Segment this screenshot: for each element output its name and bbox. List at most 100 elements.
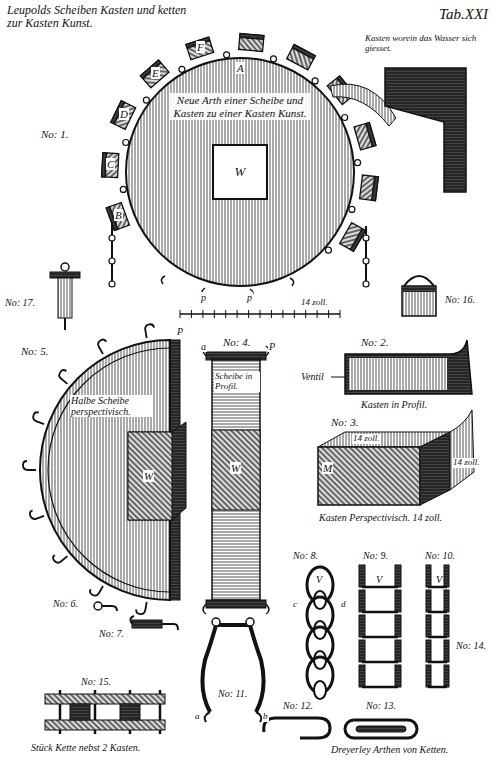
engraving-stroke bbox=[428, 586, 447, 589]
wheel-disc: Neue Arth einer Scheibe und Kasten zu ei… bbox=[125, 57, 355, 287]
engraving-stroke bbox=[426, 590, 431, 612]
plate-label: p bbox=[246, 292, 253, 303]
engraving-stroke bbox=[240, 33, 264, 39]
engraving-stroke bbox=[325, 247, 331, 253]
plate-label: 14 zoll. bbox=[452, 458, 481, 468]
engraving-stroke bbox=[57, 369, 73, 384]
engraving-stroke bbox=[120, 186, 126, 192]
plate-label: A bbox=[236, 62, 245, 74]
engraving-stroke bbox=[354, 122, 376, 149]
engraving-stroke bbox=[444, 590, 449, 612]
plate-label: No: 13. bbox=[365, 700, 397, 711]
plate-label: c bbox=[292, 600, 298, 610]
plate-label: a bbox=[194, 712, 201, 722]
plate-label: P bbox=[176, 326, 184, 337]
engraving-stroke bbox=[359, 565, 365, 587]
engraving-stroke bbox=[23, 461, 36, 470]
engraving-stroke bbox=[428, 661, 447, 664]
engraving-stroke bbox=[239, 33, 264, 51]
engraving-stroke bbox=[362, 686, 398, 689]
plate-label: d bbox=[340, 600, 347, 610]
plate-label: E bbox=[151, 67, 160, 79]
engraving-stroke bbox=[444, 615, 449, 637]
engraving-stroke bbox=[426, 665, 431, 687]
node-text: Neue Arth einer Scheibe und Kasten zu ei… bbox=[170, 93, 310, 120]
engraving-stroke bbox=[102, 153, 119, 178]
engraving-stroke bbox=[109, 235, 115, 241]
plate-label: Kasten Perspectivisch. 14 zoll. bbox=[318, 512, 443, 523]
engraving-stroke bbox=[444, 640, 449, 662]
engraving-stroke bbox=[29, 507, 44, 520]
engraving-stroke bbox=[362, 611, 398, 614]
engraving-stroke bbox=[89, 582, 103, 598]
engraving-stroke bbox=[186, 37, 214, 60]
engraving-stroke bbox=[355, 160, 361, 166]
engraving-stroke bbox=[340, 223, 366, 252]
engraving-stroke bbox=[426, 565, 431, 587]
engraving-stroke bbox=[428, 686, 447, 689]
engraving-stroke bbox=[314, 681, 326, 699]
engraving-stroke bbox=[349, 206, 355, 212]
engraving-stroke bbox=[363, 235, 369, 241]
engraving-stroke bbox=[106, 202, 129, 230]
engraving-stroke bbox=[314, 591, 326, 609]
plate-label: W bbox=[143, 470, 154, 482]
engraving-stroke bbox=[140, 60, 169, 88]
engraving-stroke bbox=[111, 101, 136, 130]
engraving-stroke bbox=[123, 140, 129, 146]
engraving-stroke bbox=[140, 60, 169, 88]
engraving-stroke bbox=[57, 369, 73, 384]
engraving-stroke bbox=[287, 45, 316, 70]
disc-outline bbox=[126, 58, 354, 286]
engraving-stroke bbox=[395, 640, 401, 662]
plate-label: p bbox=[200, 292, 207, 303]
plate-label: V bbox=[435, 574, 443, 585]
plate-label: No: 9. bbox=[362, 550, 389, 561]
plate-label: W bbox=[230, 462, 241, 474]
engraving-stroke bbox=[314, 651, 326, 669]
engraving-stroke bbox=[314, 621, 326, 639]
plate-label: a bbox=[200, 341, 207, 352]
plate-label: F bbox=[196, 41, 205, 53]
engraving-stroke bbox=[89, 582, 103, 598]
engraving-stroke bbox=[23, 461, 36, 470]
engraving-stroke bbox=[106, 202, 129, 230]
engraving-stroke bbox=[186, 37, 214, 60]
plate-label: No: 17. bbox=[4, 297, 36, 308]
plate-label: No: 4. bbox=[222, 336, 252, 348]
engraving-stroke bbox=[395, 565, 401, 587]
engraving-stroke bbox=[362, 586, 398, 589]
plate-label: No: 11. bbox=[217, 688, 248, 699]
engraving-stroke bbox=[144, 324, 155, 338]
engraving-stroke bbox=[312, 78, 318, 84]
engraving-stroke bbox=[362, 661, 398, 664]
plate-label: No: 3. bbox=[330, 416, 360, 428]
engraving-stroke bbox=[360, 175, 379, 201]
plate-label: No: 10. bbox=[424, 550, 456, 561]
engraving-stroke bbox=[359, 665, 365, 687]
plate-label: C bbox=[106, 158, 115, 170]
engraving-stroke bbox=[144, 324, 155, 338]
plate-label: Dreyerley Arthen von Ketten. bbox=[330, 744, 449, 755]
engraving-stroke bbox=[395, 590, 401, 612]
engraving-stroke bbox=[224, 52, 230, 58]
plate-label: No: 8. bbox=[292, 550, 319, 561]
plate-label: Halbe Scheibe perspectivisch. bbox=[70, 395, 152, 417]
plate-label: No: 16. bbox=[444, 294, 476, 305]
engraving-stroke bbox=[52, 549, 68, 564]
plate-label: P bbox=[268, 341, 276, 352]
engraving-stroke bbox=[111, 101, 136, 130]
plate-label: B bbox=[114, 209, 123, 221]
plate-label: 14 zoll. bbox=[352, 434, 381, 444]
engraving-stroke bbox=[32, 411, 47, 424]
engraving-stroke bbox=[179, 66, 185, 72]
engraving-stroke bbox=[292, 45, 315, 60]
plate-label: No: 5. bbox=[20, 345, 50, 357]
engraving-stroke bbox=[140, 60, 161, 79]
engraving-stroke bbox=[32, 411, 47, 424]
node-text: W bbox=[235, 165, 246, 180]
engraving-stroke bbox=[109, 281, 115, 287]
plate-label: D bbox=[119, 108, 129, 120]
engraving-stroke bbox=[363, 281, 369, 287]
plate-title: Leupolds Scheiben Kasten und ketten zur … bbox=[6, 4, 193, 30]
